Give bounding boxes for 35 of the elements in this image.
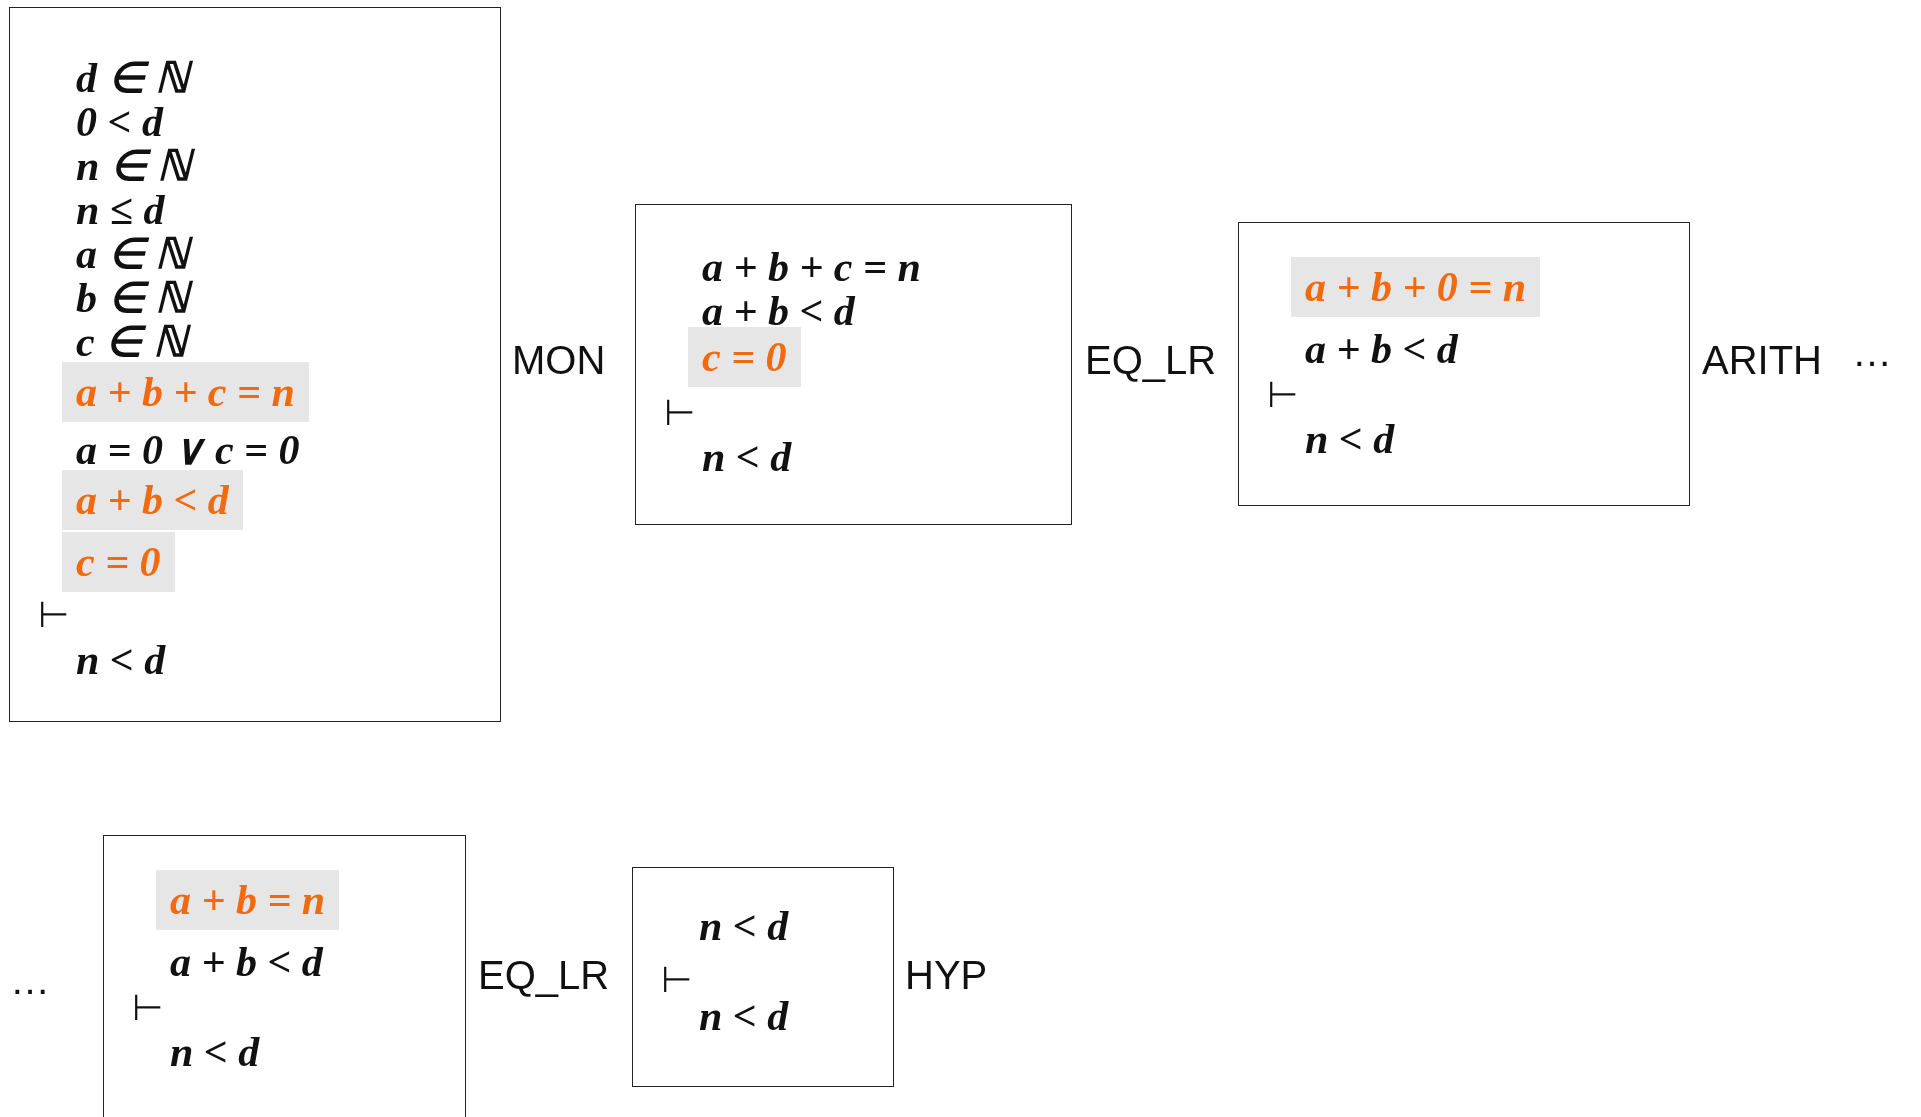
sequent-box <box>1238 222 1690 506</box>
turnstile-symbol: ⊢ <box>664 391 696 435</box>
formula-text: n < d <box>1305 417 1395 461</box>
formula-text: n ≤ d <box>76 188 165 232</box>
rule-name: ARITH <box>1702 338 1822 383</box>
ellipsis-text: … <box>10 958 50 1003</box>
formula-text: n < d <box>76 638 166 682</box>
turnstile-symbol: ⊢ <box>661 958 693 1002</box>
rule-name: EQ_LR <box>478 953 610 998</box>
formula-text: n < d <box>702 435 792 479</box>
rule-name: MON <box>512 338 606 383</box>
rule-name: EQ_LR <box>1085 338 1217 383</box>
highlighted-formula: a + b + c = n <box>62 362 309 422</box>
formula-text: a + b + c = n <box>702 245 921 289</box>
ellipsis-text: … <box>1852 330 1892 375</box>
highlighted-formula: c = 0 <box>688 327 801 387</box>
formula-text: 0 < d <box>76 100 163 144</box>
turnstile-symbol: ⊢ <box>38 593 70 637</box>
turnstile-symbol: ⊢ <box>1267 373 1299 417</box>
formula-text: n < d <box>170 1030 260 1074</box>
formula-text: n < d <box>699 904 789 948</box>
formula-text: n < d <box>699 994 789 1038</box>
highlighted-formula: a + b < d <box>62 470 243 530</box>
rule-name: HYP <box>905 953 988 998</box>
sequent-box <box>9 7 501 722</box>
sequent-box <box>103 835 466 1117</box>
turnstile-symbol: ⊢ <box>132 986 164 1030</box>
formula-text: a = 0 ∨ c = 0 <box>76 428 300 472</box>
formula-text: a + b < d <box>170 940 323 984</box>
highlighted-formula: a + b = n <box>156 870 340 930</box>
sequent-box <box>635 204 1072 525</box>
formula-text: a + b < d <box>1305 327 1458 371</box>
highlighted-formula: c = 0 <box>62 532 175 592</box>
sequent-box <box>632 867 894 1087</box>
highlighted-formula: a + b + 0 = n <box>1291 257 1541 317</box>
